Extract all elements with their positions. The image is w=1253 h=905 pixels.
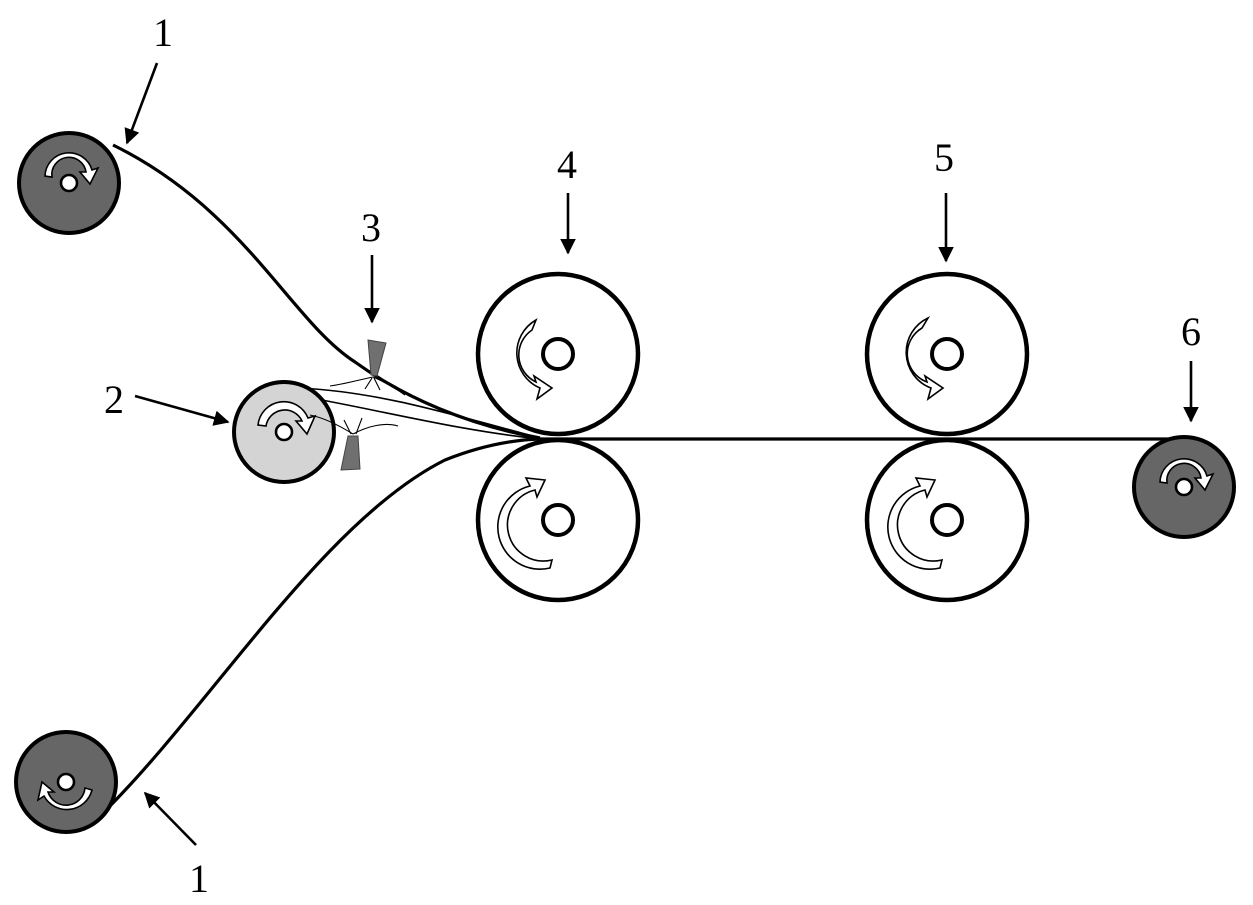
- rotation-arrow-icon: [36, 780, 93, 811]
- label-supply-roll-bottom: 1: [189, 856, 209, 901]
- rotation-arrow-icon: [497, 477, 554, 570]
- rotation-arrow-icon: [905, 316, 945, 402]
- label-takeup-roll: 6: [1181, 309, 1201, 354]
- supply-roll-top: [17, 131, 121, 235]
- takeup-roll: [1132, 435, 1236, 539]
- label-roller-pair-5: 5: [934, 135, 954, 180]
- center-spool: [232, 380, 336, 484]
- roller-pair-4-top: [475, 271, 641, 437]
- spray-nozzle-bottom: [309, 414, 399, 471]
- supply-roll-bottom: [14, 730, 118, 834]
- top-film-web: [112, 143, 541, 440]
- leader-arrow-2: [134, 394, 230, 426]
- roller-pair-5-bottom: [864, 437, 1030, 603]
- center-strip-web-upper: [299, 387, 541, 439]
- spray-nozzle-top: [329, 339, 406, 396]
- leader-arrow-1-bottom: [143, 791, 197, 846]
- rotation-arrow-icon: [44, 152, 100, 186]
- label-roller-pair-4: 4: [557, 142, 577, 187]
- rotation-arrow-icon: [516, 318, 554, 402]
- roller-pair-5-top: [864, 271, 1030, 437]
- label-center-spool: 2: [104, 377, 124, 422]
- rotation-arrow-icon: [887, 477, 944, 570]
- bottom-film-web: [106, 437, 541, 810]
- roller-pair-4-bottom: [475, 437, 641, 603]
- label-supply-roll-top: 1: [153, 10, 173, 55]
- leader-arrow-1-top: [124, 62, 159, 145]
- label-spray-nozzles: 3: [361, 205, 381, 250]
- rotation-arrow-icon: [1159, 458, 1215, 492]
- center-strip-web-lower: [299, 395, 541, 440]
